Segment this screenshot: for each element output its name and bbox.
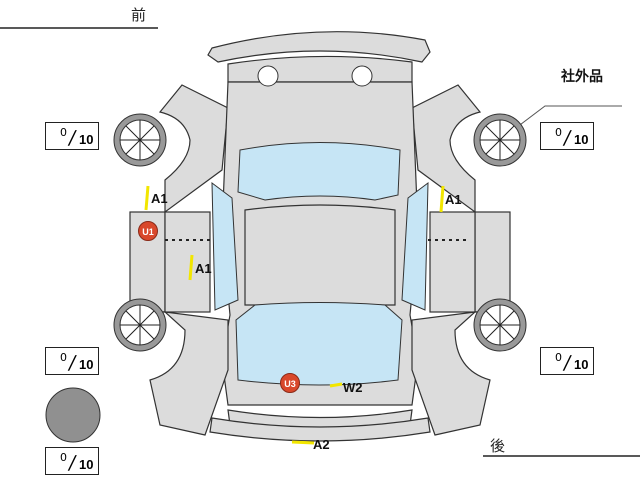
slash: / (562, 127, 573, 149)
damage-mark-a1-left-front-door: A1 (151, 191, 168, 206)
right-rocker-panel (474, 211, 511, 313)
tread-max: 10 (574, 132, 589, 147)
tread-max: 10 (79, 132, 94, 147)
rear-window (235, 302, 403, 386)
tire-tread-spare: 0/10 (45, 447, 99, 475)
front-bumper (207, 31, 431, 63)
left-doors (164, 211, 211, 313)
wheel-rear-right (473, 298, 527, 352)
slash: / (562, 352, 573, 374)
tread-max: 10 (79, 357, 94, 372)
front-right-fender (411, 84, 482, 214)
rear-bumper (209, 417, 431, 442)
spare-tire-icon (45, 387, 101, 443)
front-left-fender (158, 84, 229, 214)
right-side-window (401, 181, 429, 311)
tire-tread-rear-left: 0/10 (45, 347, 99, 375)
tire-tread-front-right: 0/10 (540, 122, 594, 150)
slash: / (67, 452, 78, 474)
tread-value: 0 (555, 351, 562, 364)
left-side-window (211, 181, 239, 311)
right-headlight (351, 65, 373, 87)
windshield (237, 142, 401, 201)
badge-u1: U1 (138, 221, 158, 241)
tread-value: 0 (60, 451, 67, 464)
badge-u3: U3 (280, 373, 300, 393)
wheel-front-right (473, 113, 527, 167)
rear-left-fender (149, 311, 229, 436)
tread-value: 0 (60, 351, 67, 364)
damage-mark-w2-trunk: W2 (343, 380, 363, 395)
tire-tread-front-left: 0/10 (45, 122, 99, 150)
slash: / (67, 127, 78, 149)
roof (244, 204, 396, 306)
slash: / (67, 352, 78, 374)
aftermarket-label: 社外品 (561, 68, 603, 84)
damage-strokes (144, 185, 445, 445)
damage-mark-a1-left-rear-door: A1 (195, 261, 212, 276)
damage-mark-a1-right-front-door: A1 (445, 192, 462, 207)
tread-value: 0 (60, 126, 67, 139)
tread-value: 0 (555, 126, 562, 139)
wheel-front-left (113, 113, 167, 167)
damage-mark-a2-rear-bumper: A2 (313, 437, 330, 452)
rear-right-fender (411, 311, 491, 436)
wheels (113, 113, 527, 352)
wheel-rear-left (113, 298, 167, 352)
left-headlight (257, 65, 279, 87)
rear-label: 後 (490, 437, 506, 455)
tread-max: 10 (574, 357, 589, 372)
front-grille (227, 55, 413, 83)
tread-max: 10 (79, 457, 94, 472)
tire-tread-rear-right: 0/10 (540, 347, 594, 375)
right-doors (429, 211, 476, 313)
front-label: 前 (131, 6, 147, 24)
